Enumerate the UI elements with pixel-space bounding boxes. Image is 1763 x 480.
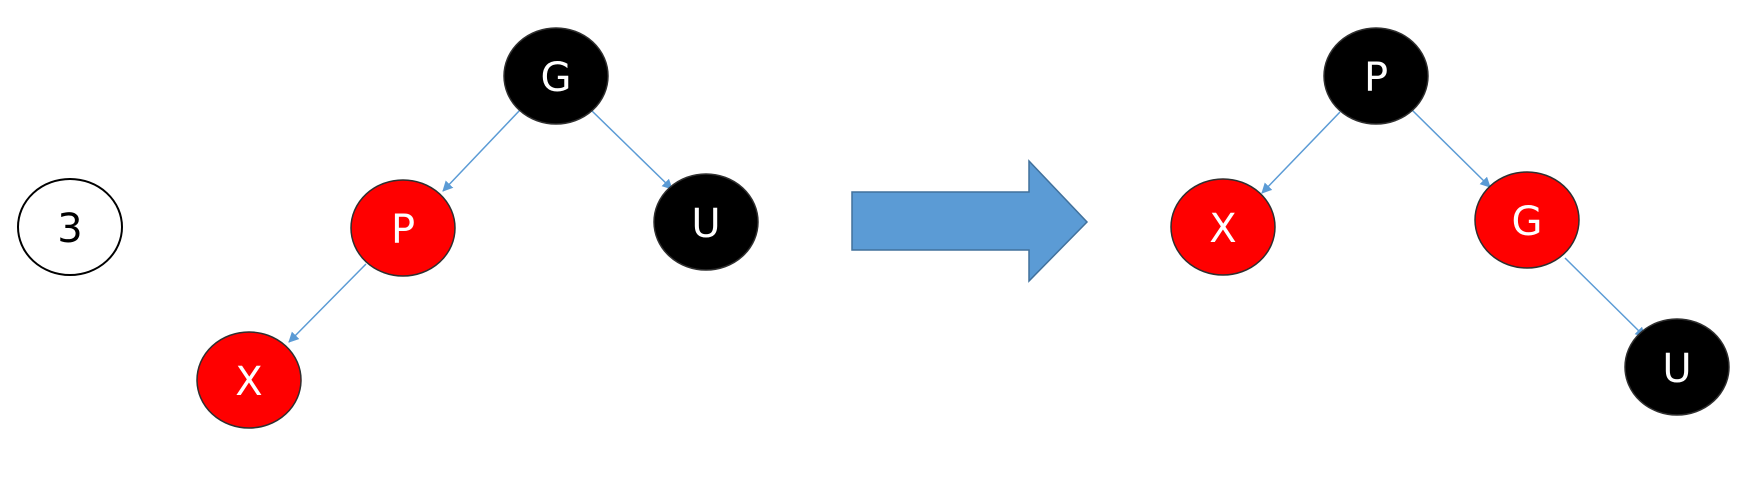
node-label: P [1364, 55, 1388, 101]
node-circle [1323, 27, 1429, 125]
node-circle [196, 331, 302, 429]
before-node-p: P [350, 179, 456, 277]
before-node-x: X [196, 331, 302, 429]
node-label: G [541, 55, 572, 101]
edge-before-p-x [288, 263, 367, 343]
after-node-x: X [1170, 178, 1276, 276]
node-label: X [1209, 206, 1236, 252]
node-circle [1170, 178, 1276, 276]
before-tree: G P U X [196, 27, 759, 429]
edge-after-p-x [1261, 111, 1341, 194]
before-tree-edges [288, 109, 673, 343]
node-label: G [1512, 199, 1543, 245]
edge-before-g-u [590, 109, 673, 190]
node-label: P [391, 207, 415, 253]
node-label: X [235, 359, 262, 405]
node-circle [1474, 171, 1580, 269]
edge-after-p-g [1411, 109, 1491, 188]
after-node-u: U [1624, 318, 1730, 416]
node-circle [653, 173, 759, 271]
step-number: 3 [57, 206, 82, 252]
step-circle [17, 178, 123, 276]
after-node-p: P [1323, 27, 1429, 125]
step-marker: 3 [17, 178, 123, 276]
node-label: U [691, 201, 720, 247]
edge-before-g-p [442, 109, 521, 192]
before-node-g: G [503, 27, 609, 125]
edge-after-g-u [1564, 257, 1646, 338]
after-node-g: G [1474, 171, 1580, 269]
before-node-u: U [653, 173, 759, 271]
after-tree-edges [1261, 109, 1646, 338]
after-tree: P X G U [1170, 27, 1730, 416]
node-label: U [1662, 346, 1691, 392]
node-circle [350, 179, 456, 277]
transform-arrow [851, 159, 1089, 283]
node-circle [1624, 318, 1730, 416]
node-circle [503, 27, 609, 125]
